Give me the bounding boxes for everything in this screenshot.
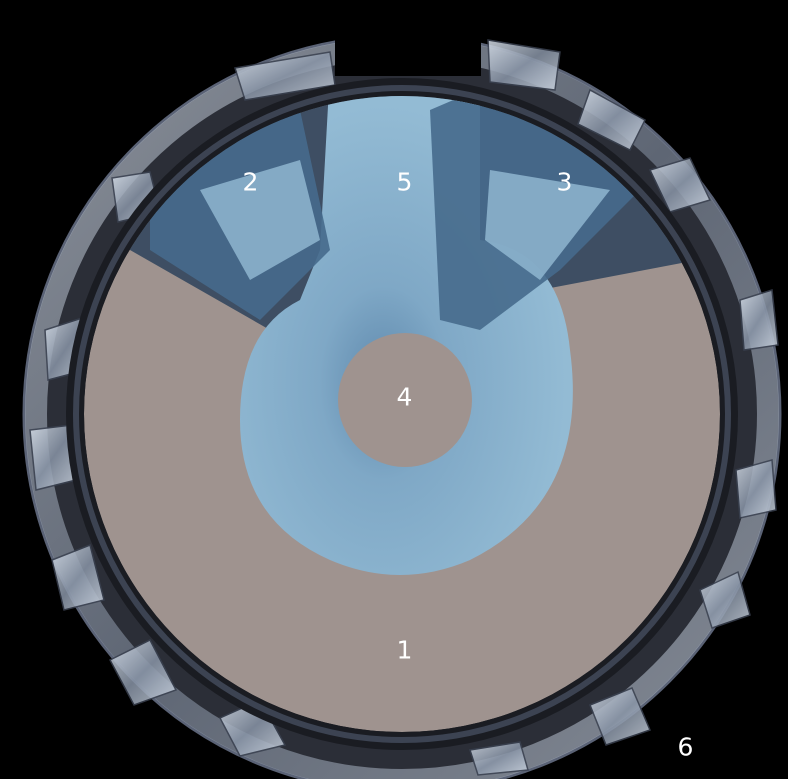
- region-label-6: 6: [678, 733, 695, 762]
- top-opening: [335, 30, 481, 76]
- region-label-4: 4: [397, 383, 414, 412]
- region-label-1: 1: [397, 636, 414, 665]
- region-label-5: 5: [397, 168, 414, 197]
- region-label-3: 3: [557, 168, 574, 197]
- region-label-2: 2: [243, 168, 260, 197]
